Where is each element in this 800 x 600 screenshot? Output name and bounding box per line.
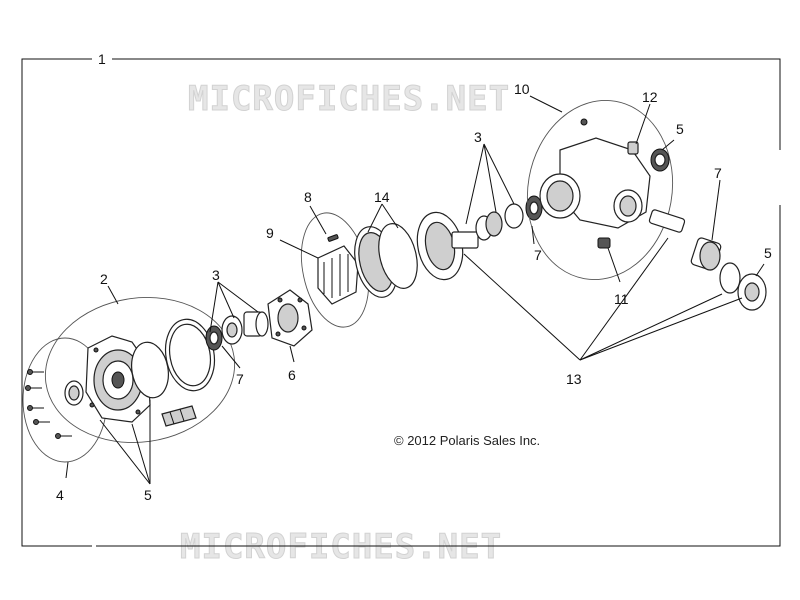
callout-13: 13 (566, 371, 582, 387)
callout-12: 12 (642, 89, 658, 105)
clutch-cover-plate (267, 289, 313, 347)
output-pinion (648, 209, 686, 233)
watermark-bottom: MICROFICHES.NET (180, 527, 502, 567)
callout-14: 14 (374, 189, 390, 205)
rear-housing-seal (650, 148, 670, 172)
output-spacer (719, 262, 741, 294)
ring-gear (416, 211, 479, 281)
front-housing (85, 335, 151, 423)
rear-housing-group-outline (526, 100, 674, 280)
callout-1: 1 (98, 51, 106, 67)
bearing-left (221, 315, 243, 345)
rear-housing-vent (627, 141, 639, 155)
callout-5-right: 5 (764, 245, 772, 261)
roller-cage (317, 245, 359, 305)
callout-10: 10 (514, 81, 530, 97)
housing-ring (164, 318, 216, 392)
leader-lines (65, 95, 765, 485)
spacer-left (243, 311, 269, 337)
output-bearing (690, 237, 722, 271)
callout-9: 9 (266, 225, 274, 241)
roller-pin (327, 234, 339, 242)
callout-2: 2 (100, 271, 108, 287)
callout-5-bottom: 5 (144, 487, 152, 503)
bolt-set (25, 369, 72, 439)
callout-3-right: 3 (474, 129, 482, 145)
callout-11: 11 (614, 291, 629, 307)
assembly-frame (21, 58, 781, 547)
copyright-notice: © 2012 Polaris Sales Inc. (394, 433, 540, 448)
rear-housing (539, 118, 651, 229)
small-clip (161, 405, 197, 427)
output-seal (737, 273, 767, 311)
cover-seal (64, 380, 84, 406)
friction-ring-pair (354, 223, 418, 298)
callout-6: 6 (288, 367, 296, 383)
callout-5-top: 5 (676, 121, 684, 137)
drain-plug (597, 237, 611, 249)
watermark-top: MICROFICHES.NET (188, 79, 510, 119)
callout-7-left: 7 (236, 371, 244, 387)
callout-8: 8 (304, 189, 312, 205)
callout-7-right: 7 (714, 165, 722, 181)
bearing-seal-left (205, 325, 223, 351)
callout-7-middle: 7 (534, 247, 542, 263)
callout-4: 4 (56, 487, 64, 503)
callout-3-left: 3 (212, 267, 220, 283)
bearing-stack-right (475, 195, 543, 241)
